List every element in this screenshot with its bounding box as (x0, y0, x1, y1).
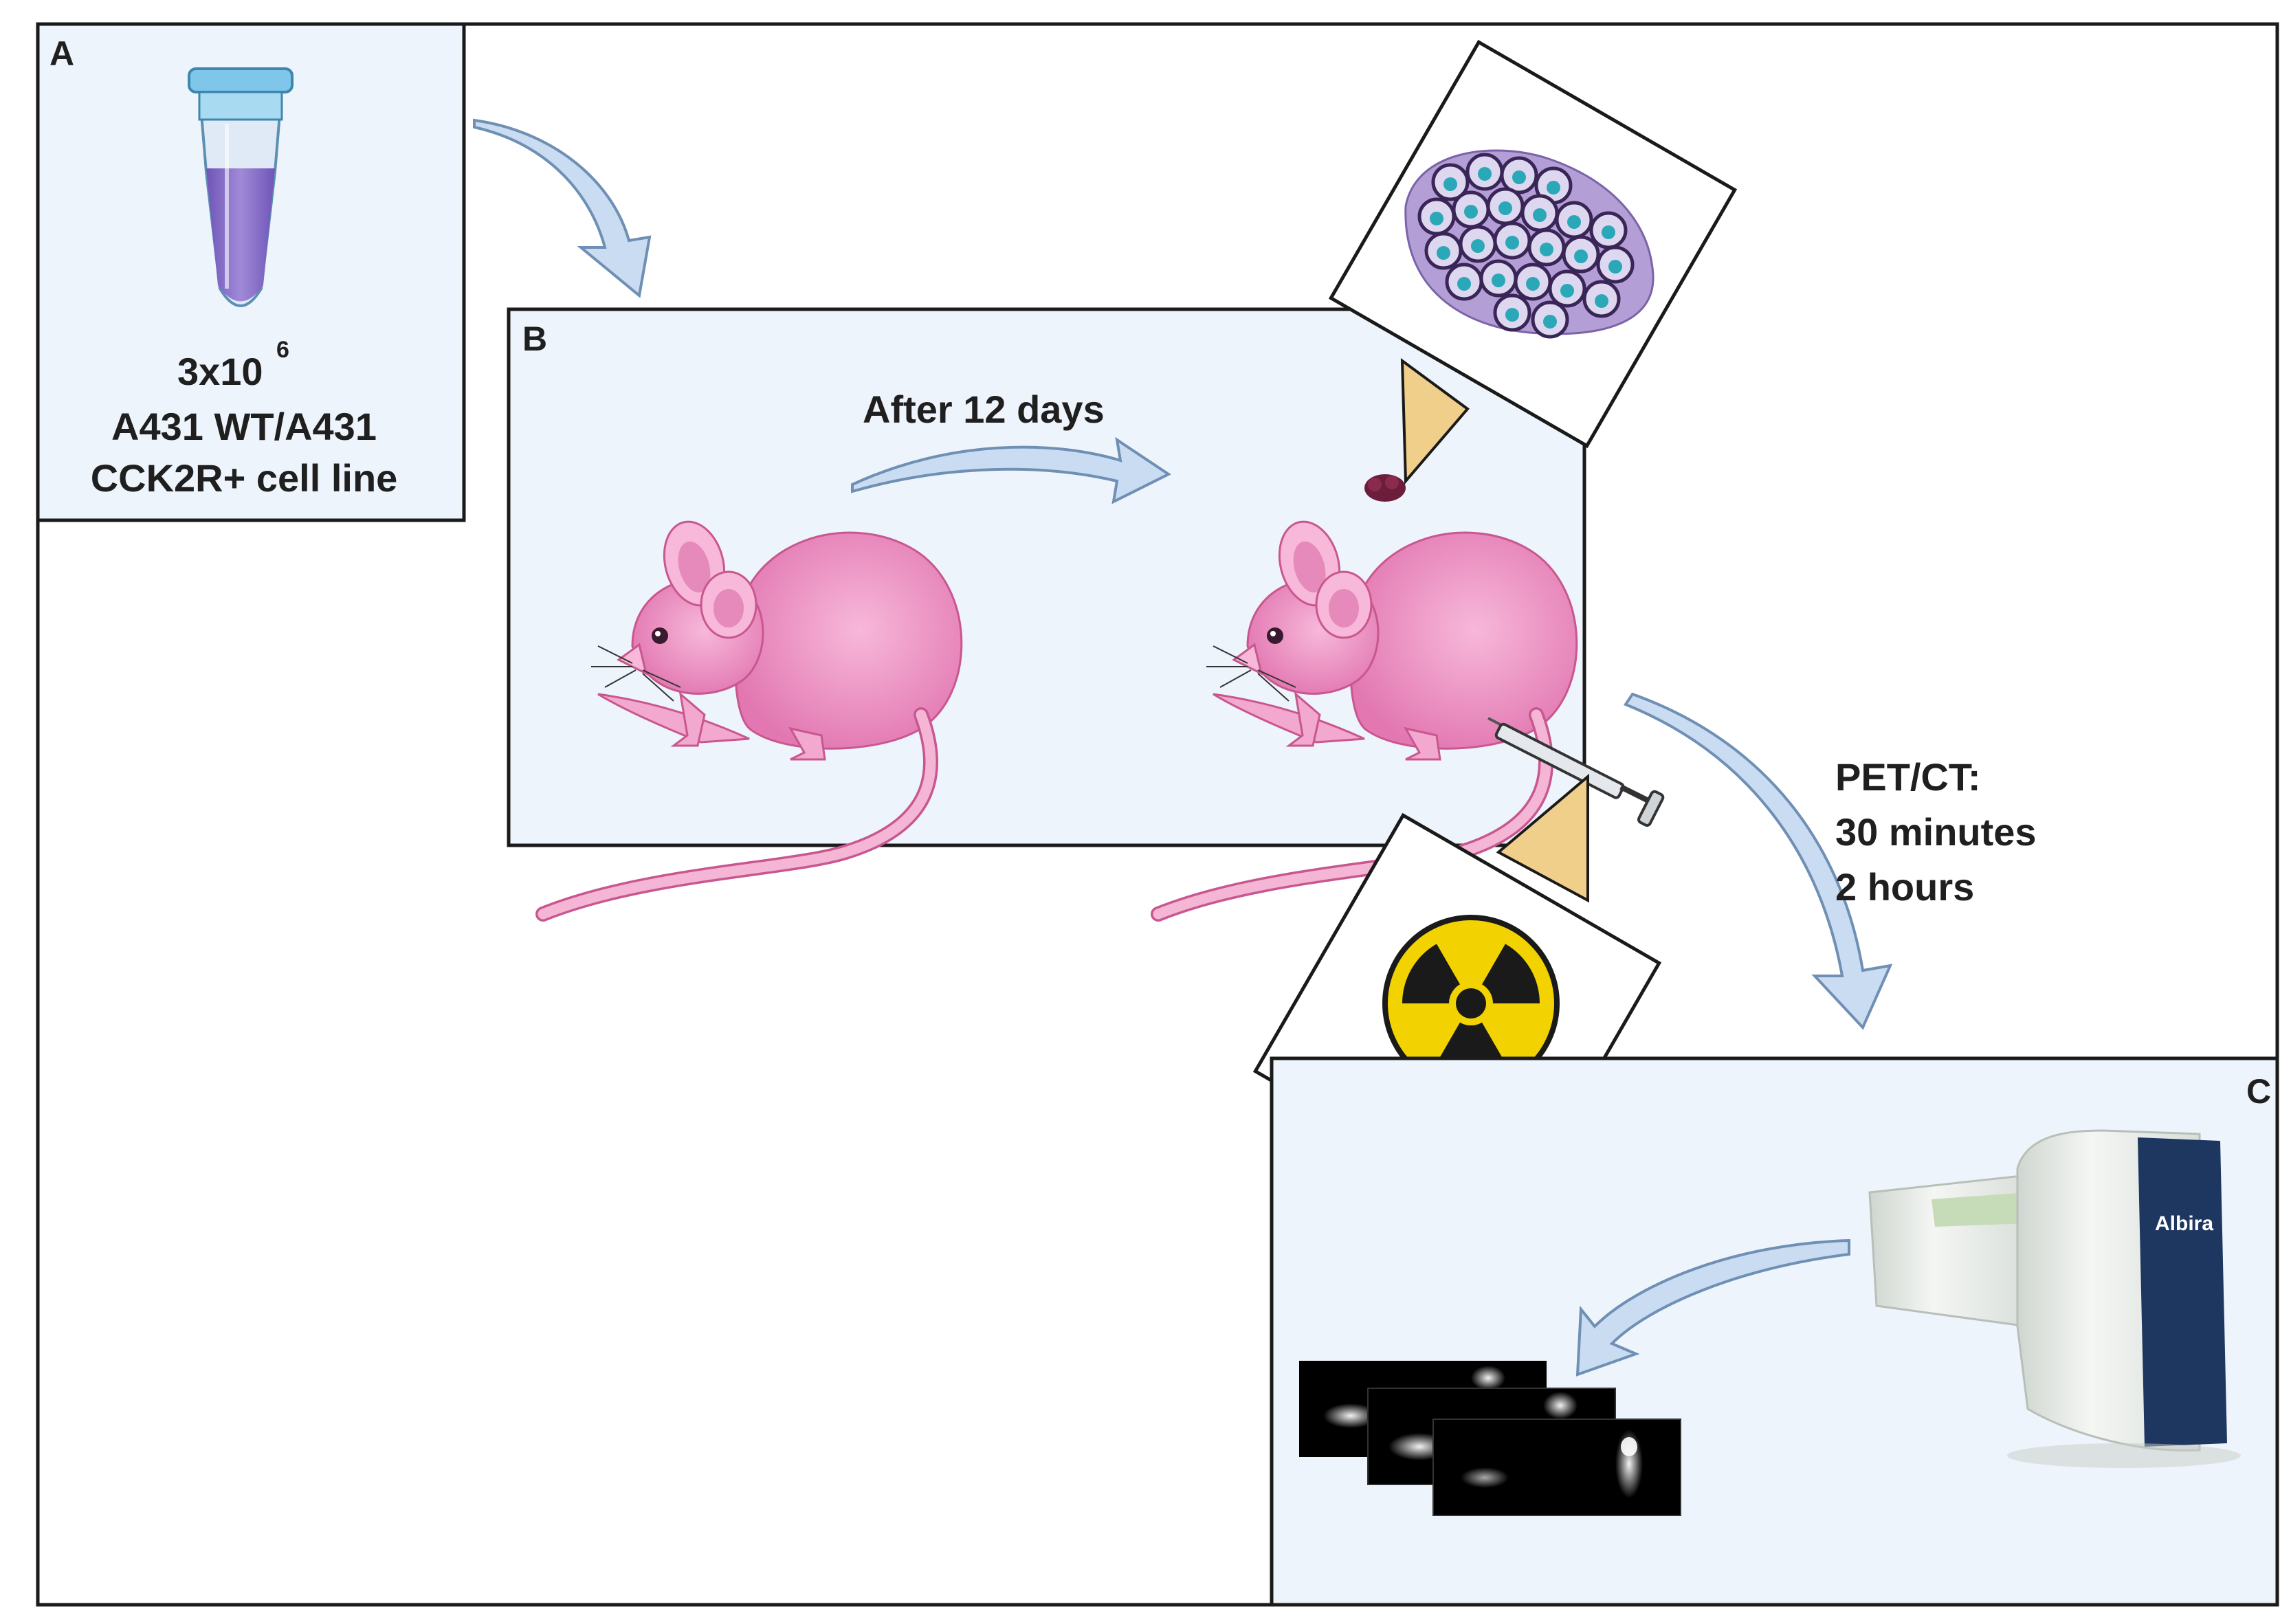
scanner-brand-label: Albira (2155, 1212, 2213, 1235)
tumor-histology-callout (1328, 39, 1738, 485)
tumor-mass-icon (1364, 474, 1406, 502)
panel-a-cell-type: CCK2R+ cell line (91, 456, 398, 500)
timepoint-30-minutes: 30 minutes (1835, 810, 2037, 854)
pet-ct-label: PET/CT: (1835, 755, 1981, 799)
timepoint-2-hours: 2 hours (1835, 865, 1974, 909)
panel-a-count-base: 3x10 (177, 350, 263, 393)
panel-b: B After 12 days (507, 307, 1665, 914)
radiation-icon (1382, 915, 1560, 1092)
after-12-days-label: After 12 days (863, 388, 1105, 431)
syringe-icon (1487, 717, 1665, 827)
cell-cluster-icon (1404, 149, 1654, 339)
arrow-to-scanner (1623, 692, 1893, 1030)
pet-scanner-icon: Albira (1868, 1129, 2241, 1468)
panel-c-letter: C (2246, 1072, 2271, 1111)
arrow-after-12-days (851, 436, 1171, 504)
arrow-to-images (1575, 1238, 1850, 1377)
panel-a: A 3x10 6 A431 WT/A431 CCK2R+ cell line (36, 22, 466, 522)
eppendorf-tube-icon (188, 67, 294, 307)
panel-b-letter: B (522, 320, 547, 358)
panel-c: C Albira (1270, 1056, 2279, 1607)
arrow-a-to-b (473, 118, 652, 298)
panel-a-cell-line: A431 WT/A431 (111, 405, 377, 448)
panel-a-count-exponent: 6 (276, 337, 289, 363)
pet-ct-image-stack (1299, 1361, 1681, 1516)
panel-a-letter: A (49, 34, 74, 73)
